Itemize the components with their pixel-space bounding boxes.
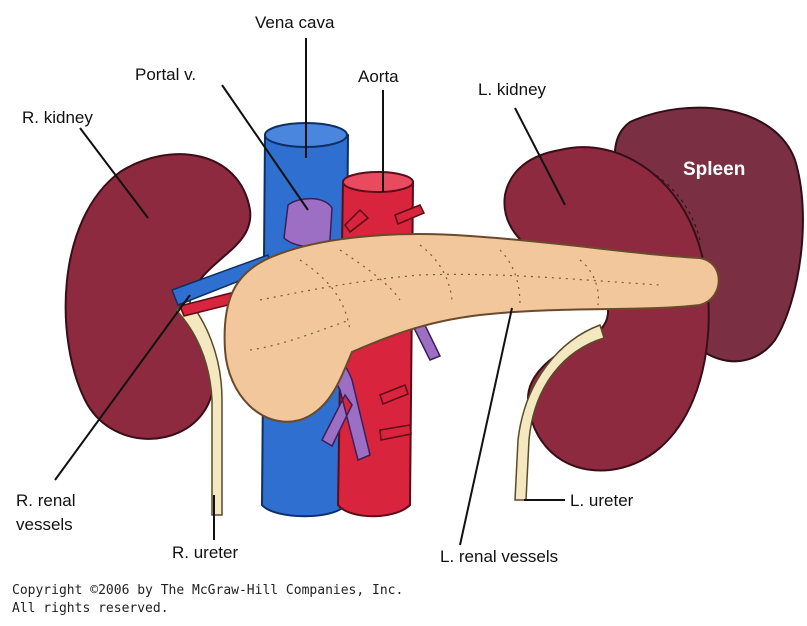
r-kidney-label: R. kidney <box>22 108 93 127</box>
aorta-top <box>343 172 413 192</box>
l-ureter-label: L. ureter <box>570 491 634 510</box>
portal-vein <box>284 199 332 247</box>
aorta-label: Aorta <box>358 67 399 86</box>
r-renal-vessels-label-line1: R. renal <box>16 491 76 510</box>
l-renal-vessels-label: L. renal vessels <box>440 547 558 566</box>
spleen-label: Spleen <box>683 159 745 180</box>
copyright-notice: Copyright ©2006 by The McGraw-Hill Compa… <box>12 582 403 618</box>
l-kidney-label: L. kidney <box>478 80 547 99</box>
r-ureter-label: R. ureter <box>172 543 238 562</box>
l-renal-vessels-leader <box>460 308 512 545</box>
portal-v-label: Portal v. <box>135 65 196 84</box>
r-renal-vessels-label-line2: vessels <box>16 515 73 534</box>
vena-cava-label: Vena cava <box>255 13 335 32</box>
copyright-line-1: Copyright ©2006 by The McGraw-Hill Compa… <box>12 582 403 600</box>
copyright-line-2: All rights reserved. <box>12 600 403 618</box>
